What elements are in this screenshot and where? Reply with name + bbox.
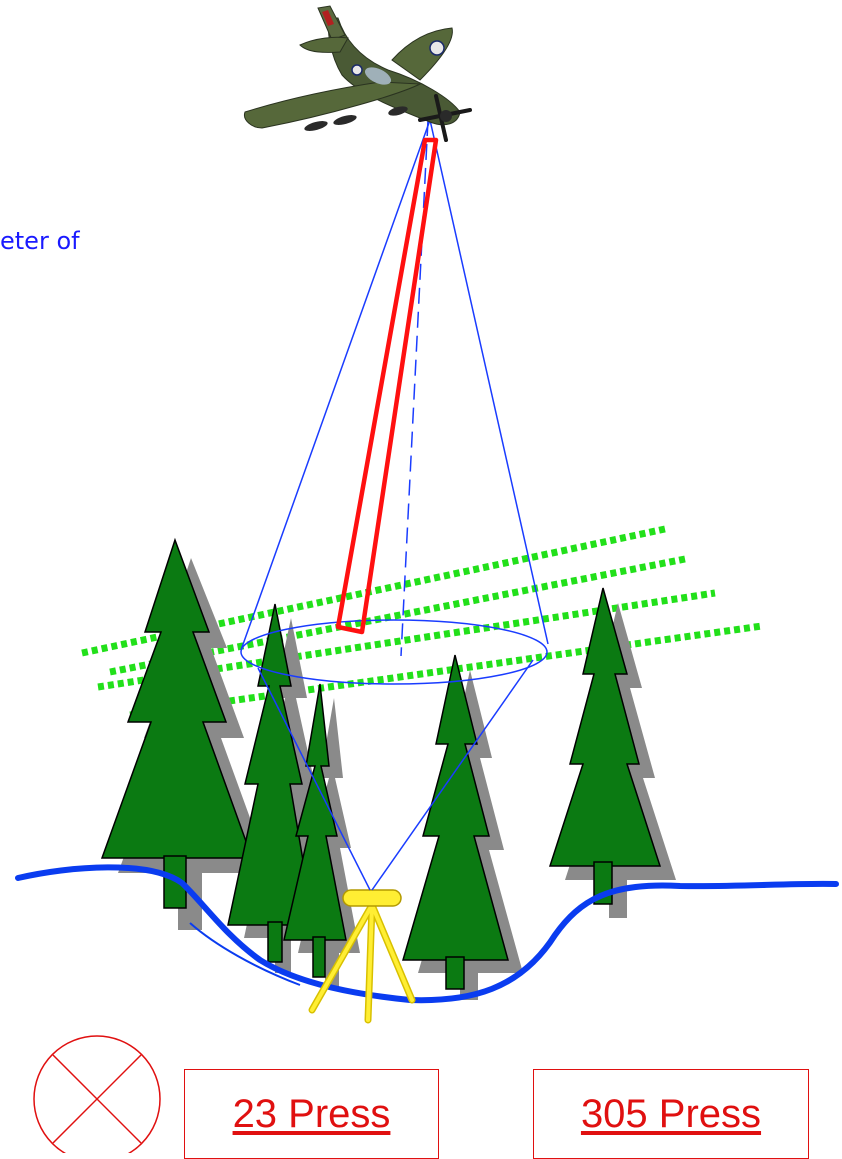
laser-beam: [335, 137, 439, 635]
press-23-label: 23 Press: [232, 1091, 391, 1136]
press-305-button[interactable]: 305 Press: [533, 1069, 809, 1159]
caption-text: eter of: [0, 227, 80, 255]
ground-view-cone: [257, 659, 534, 891]
tripod-instrument-icon: [308, 889, 416, 1024]
press-23-button[interactable]: 23 Press: [184, 1069, 439, 1159]
scan-cone: [240, 119, 549, 685]
close-circle-icon[interactable]: [33, 1035, 161, 1153]
press-305-label: 305 Press: [580, 1091, 762, 1136]
tree: [402, 654, 523, 1000]
tree: [283, 683, 360, 988]
forest-trees: [100, 537, 676, 1000]
aircraft-icon: [243, 5, 472, 142]
